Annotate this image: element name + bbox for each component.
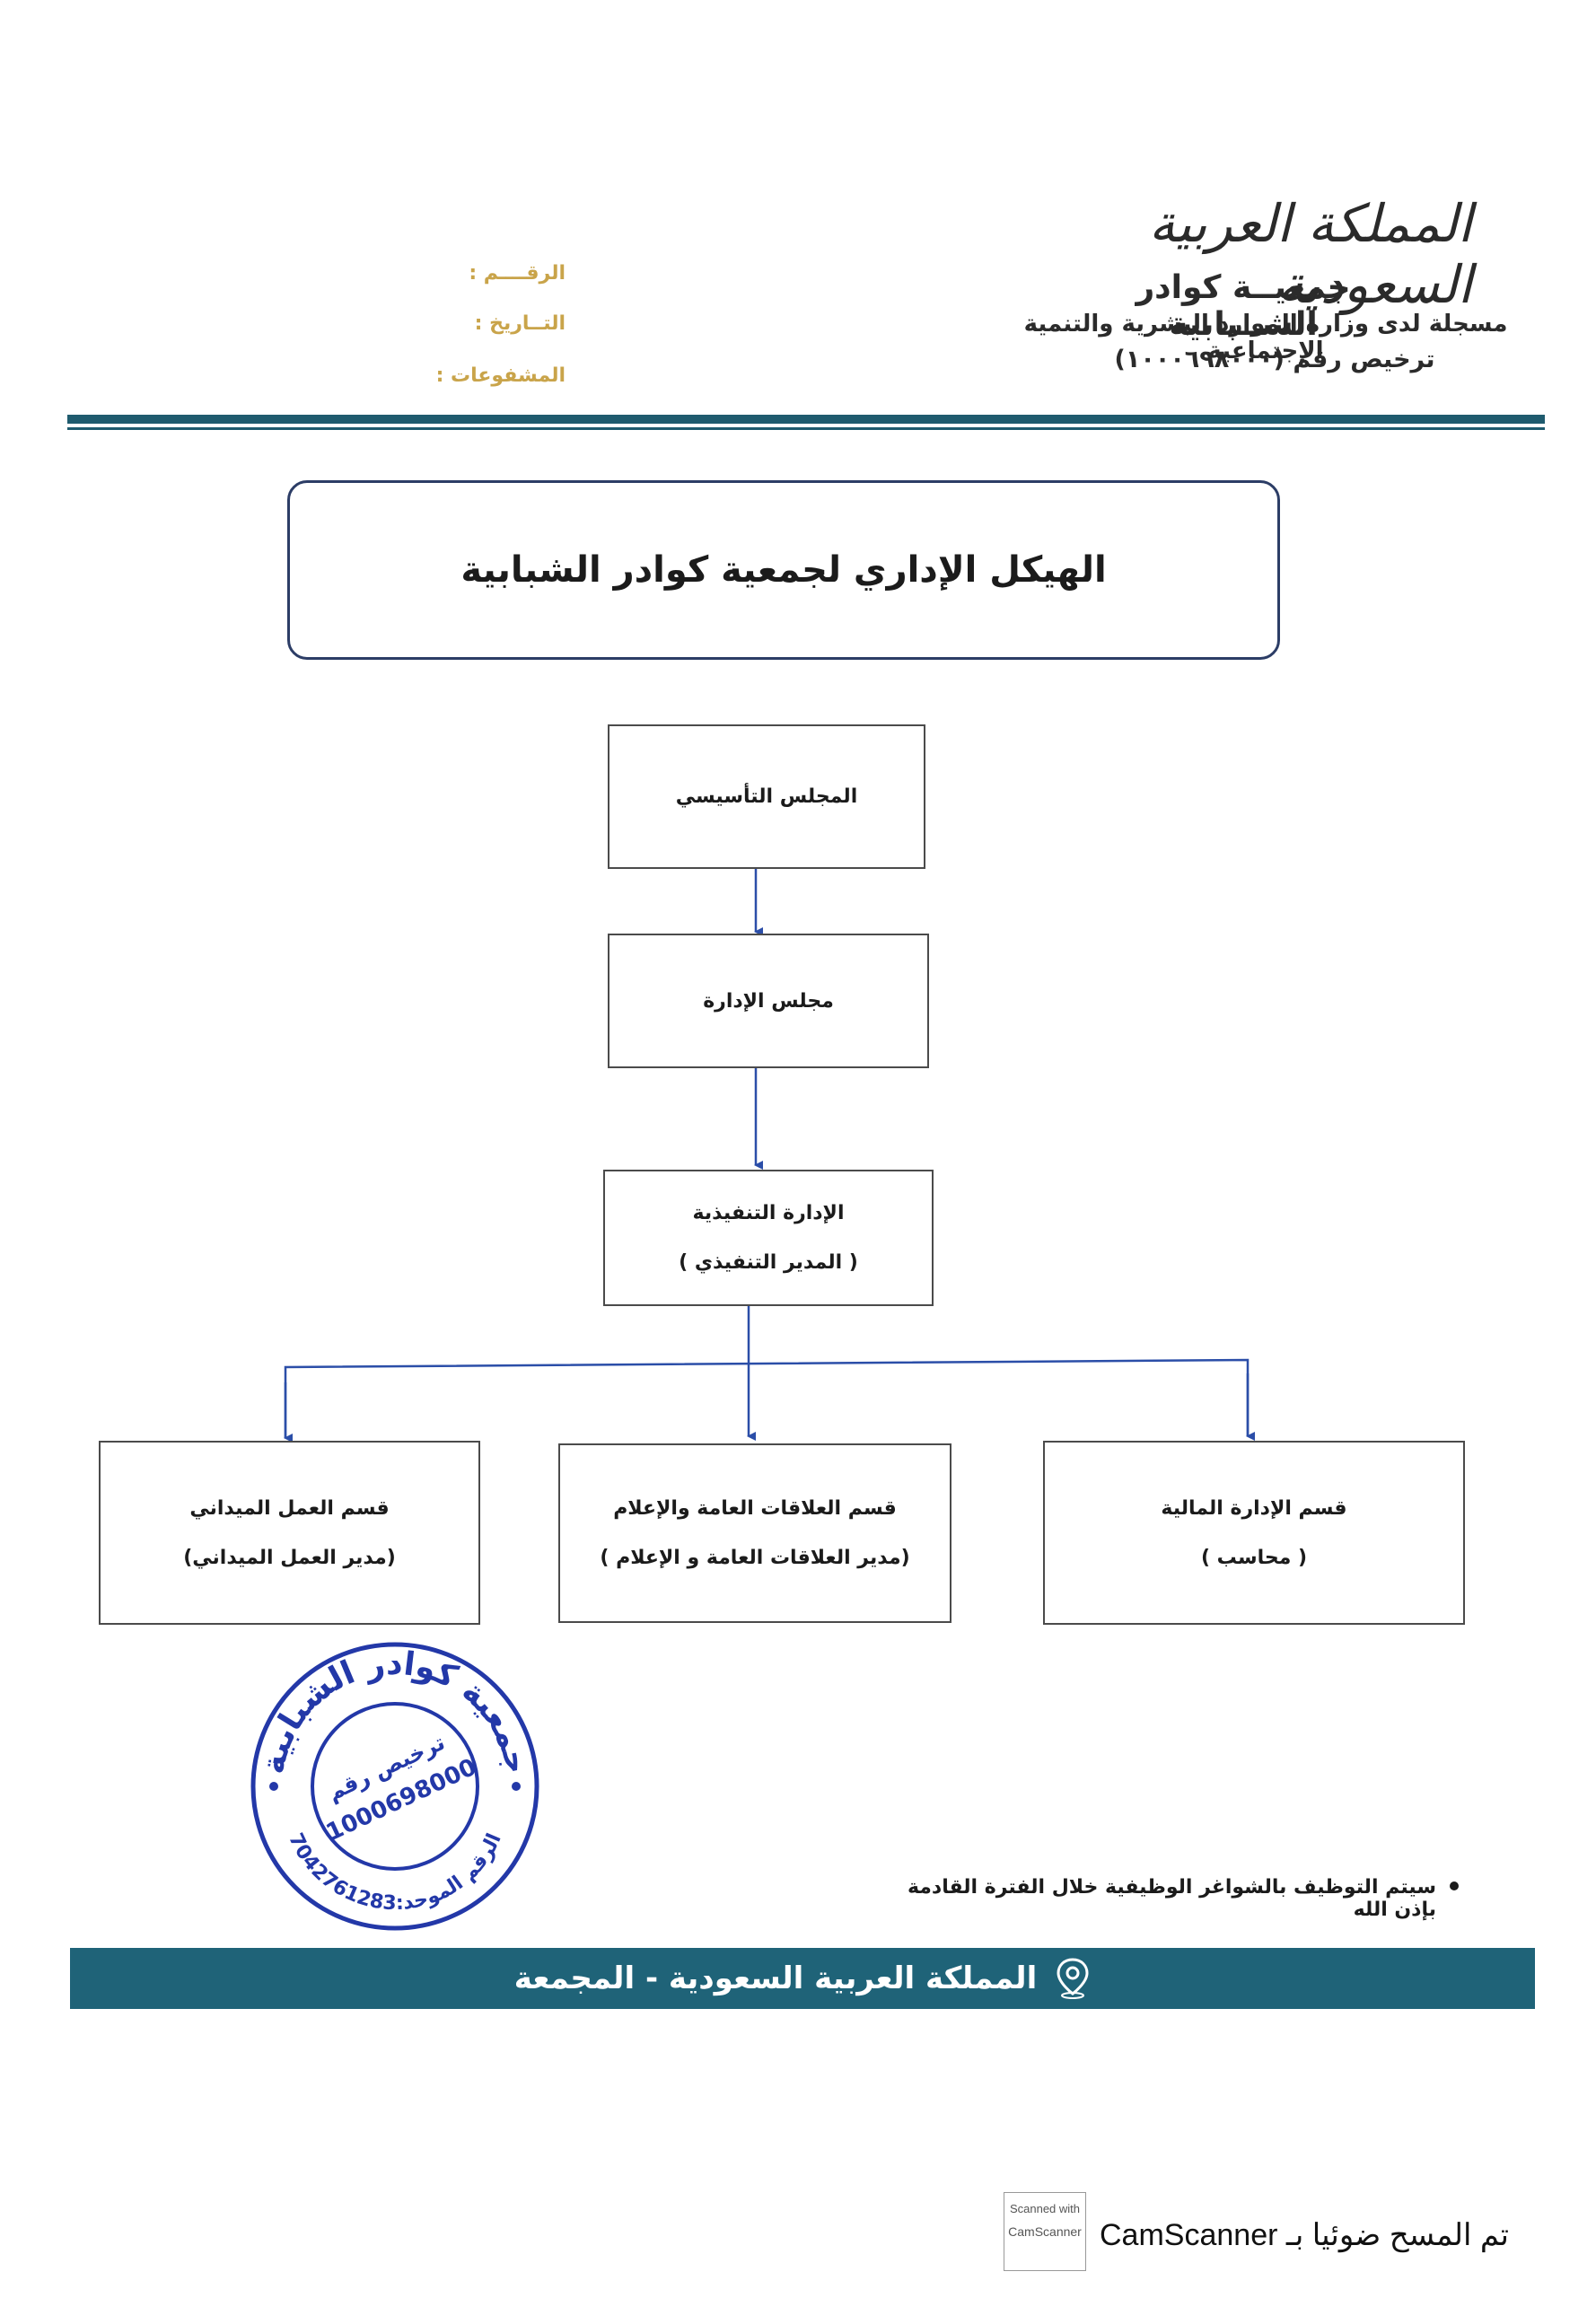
kingdom-title: المملكة العربية السعودية	[1148, 193, 1472, 315]
finance-role: ( محاسب )	[1200, 1546, 1308, 1569]
hiring-note: سيتم التوظيف بالشواغر الوظيفية خلال الفت…	[907, 1876, 1436, 1921]
public-relations-role: (مدير العلاقات العامة و الإعلام )	[600, 1547, 910, 1569]
location-pin-icon	[1057, 1958, 1089, 1999]
document-title: الهيكل الإداري لجمعية كوادر الشبابية	[460, 549, 1107, 591]
founding-council-label: المجلس التأسيسي	[675, 785, 858, 808]
camscanner-logo-line2: CamScanner	[1008, 2224, 1082, 2239]
association-stamp: جمعية كوادر الشبابية الرقم الموحد:704276…	[250, 1642, 539, 1931]
field-work-role: (مدير العمل الميداني)	[183, 1546, 396, 1569]
number-label: الرقــــم :	[469, 262, 566, 285]
title-box: الهيكل الإداري لجمعية كوادر الشبابية	[287, 480, 1280, 660]
svg-text:الرقم الموحد:7042761283: الرقم الموحد:7042761283	[284, 1830, 506, 1916]
executive-title: الإدارة التنفيذية	[692, 1202, 845, 1224]
node-field-work: قسم العمل الميداني (مدير العمل الميداني)	[99, 1441, 480, 1625]
header-divider-thin	[67, 427, 1545, 430]
field-work-title: قسم العمل الميداني	[189, 1496, 390, 1520]
date-label: التــاريخ :	[474, 312, 566, 335]
executive-role: ( المدير التنفيذي )	[679, 1251, 858, 1274]
node-founding-council: المجلس التأسيسي	[608, 724, 925, 869]
stamp-outer-bottom: الرقم الموحد:7042761283	[284, 1830, 506, 1916]
node-public-relations: قسم العلاقات العامة والإعلام (مدير العلا…	[558, 1443, 951, 1623]
footer-location: المملكة العربية السعودية - المجمعة	[513, 1960, 1038, 1996]
public-relations-title: قسم العلاقات العامة والإعلام	[613, 1497, 897, 1520]
license-line: ترخيص رقم (١٠٠٠٦٩٨٠٠٠)	[1114, 346, 1435, 373]
camscanner-logo-line1: Scanned with	[1009, 2202, 1081, 2215]
bullet-dot	[1450, 1881, 1459, 1890]
connector-branch-line	[284, 1358, 1250, 1438]
registration-line: مسجلة لدى وزارة الموارد البشرية والتنمية…	[1023, 311, 1508, 364]
board-label: مجلس الإدارة	[703, 989, 834, 1013]
header-divider	[67, 415, 1545, 424]
camscanner-text: CamScanner تم المسح ضوئيا بـ	[1100, 2218, 1509, 2252]
organization-name: جمعيــة كوادر الشــبابية	[1136, 269, 1351, 343]
node-finance: قسم الإدارة المالية ( محاسب )	[1043, 1441, 1465, 1625]
node-board: مجلس الإدارة	[608, 934, 929, 1068]
footer-bar: المملكة العربية السعودية - المجمعة	[70, 1948, 1535, 2009]
attachments-label: المشفوعات :	[435, 364, 566, 387]
camscanner-logo: Scanned with CamScanner	[1004, 2192, 1086, 2271]
node-executive: الإدارة التنفيذية ( المدير التنفيذي )	[603, 1170, 934, 1306]
finance-title: قسم الإدارة المالية	[1161, 1496, 1347, 1520]
